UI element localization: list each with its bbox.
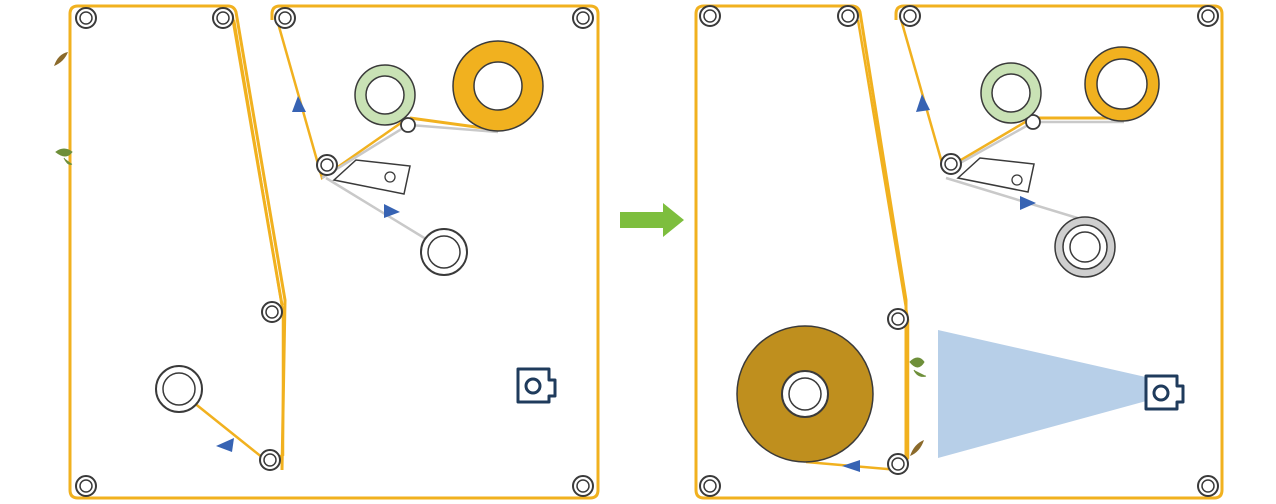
corner-roller xyxy=(699,5,721,27)
direction-arrow xyxy=(916,94,930,112)
direction-arrow xyxy=(216,438,234,452)
corner-roller xyxy=(572,7,594,29)
direction-arrow xyxy=(1020,196,1036,210)
green-roll-before xyxy=(354,64,416,126)
corner-roller xyxy=(75,7,97,29)
camera-sensor-icon xyxy=(1144,374,1185,411)
camera-sensor-icon xyxy=(516,367,557,404)
corner-roller xyxy=(212,7,234,29)
direction-arrow xyxy=(842,460,860,472)
sensor-beam xyxy=(938,330,1150,458)
peel-plate-after xyxy=(956,157,1035,193)
leaf-icon xyxy=(910,440,924,456)
idler-roller xyxy=(940,153,962,175)
empty-core-before xyxy=(155,365,203,413)
leaf-icon xyxy=(54,52,68,66)
idler-roller xyxy=(261,301,283,323)
small-roller xyxy=(400,117,416,133)
direction-arrow xyxy=(384,204,400,218)
peel-plate-before xyxy=(332,159,411,195)
liner-roll-after xyxy=(1054,216,1116,278)
panel-after xyxy=(694,4,1224,500)
idler-roller xyxy=(887,453,909,475)
corner-roller xyxy=(1197,475,1219,497)
corner-roller xyxy=(899,5,921,27)
corner-roller xyxy=(699,475,721,497)
right-arrow-icon xyxy=(620,203,684,237)
output-roll-after xyxy=(736,325,874,463)
direction-arrow xyxy=(292,96,306,112)
idler-roller xyxy=(259,449,281,471)
corner-roller xyxy=(837,5,859,27)
green-roll-after xyxy=(980,62,1042,124)
idler-roller xyxy=(887,308,909,330)
label-roll-before xyxy=(452,40,544,132)
corner-roller xyxy=(1197,5,1219,27)
label-roll-after xyxy=(1084,46,1160,122)
leaf-icon xyxy=(909,357,927,377)
corner-roller xyxy=(274,7,296,29)
liner-core-before xyxy=(420,228,468,276)
frame-divider-before xyxy=(270,4,281,20)
panel-before xyxy=(54,4,600,500)
idler-roller xyxy=(316,154,338,176)
small-roller xyxy=(1025,114,1041,130)
liner-path-before xyxy=(321,123,499,252)
corner-roller xyxy=(572,475,594,497)
corner-roller xyxy=(75,475,97,497)
leaf-icon xyxy=(55,148,73,165)
